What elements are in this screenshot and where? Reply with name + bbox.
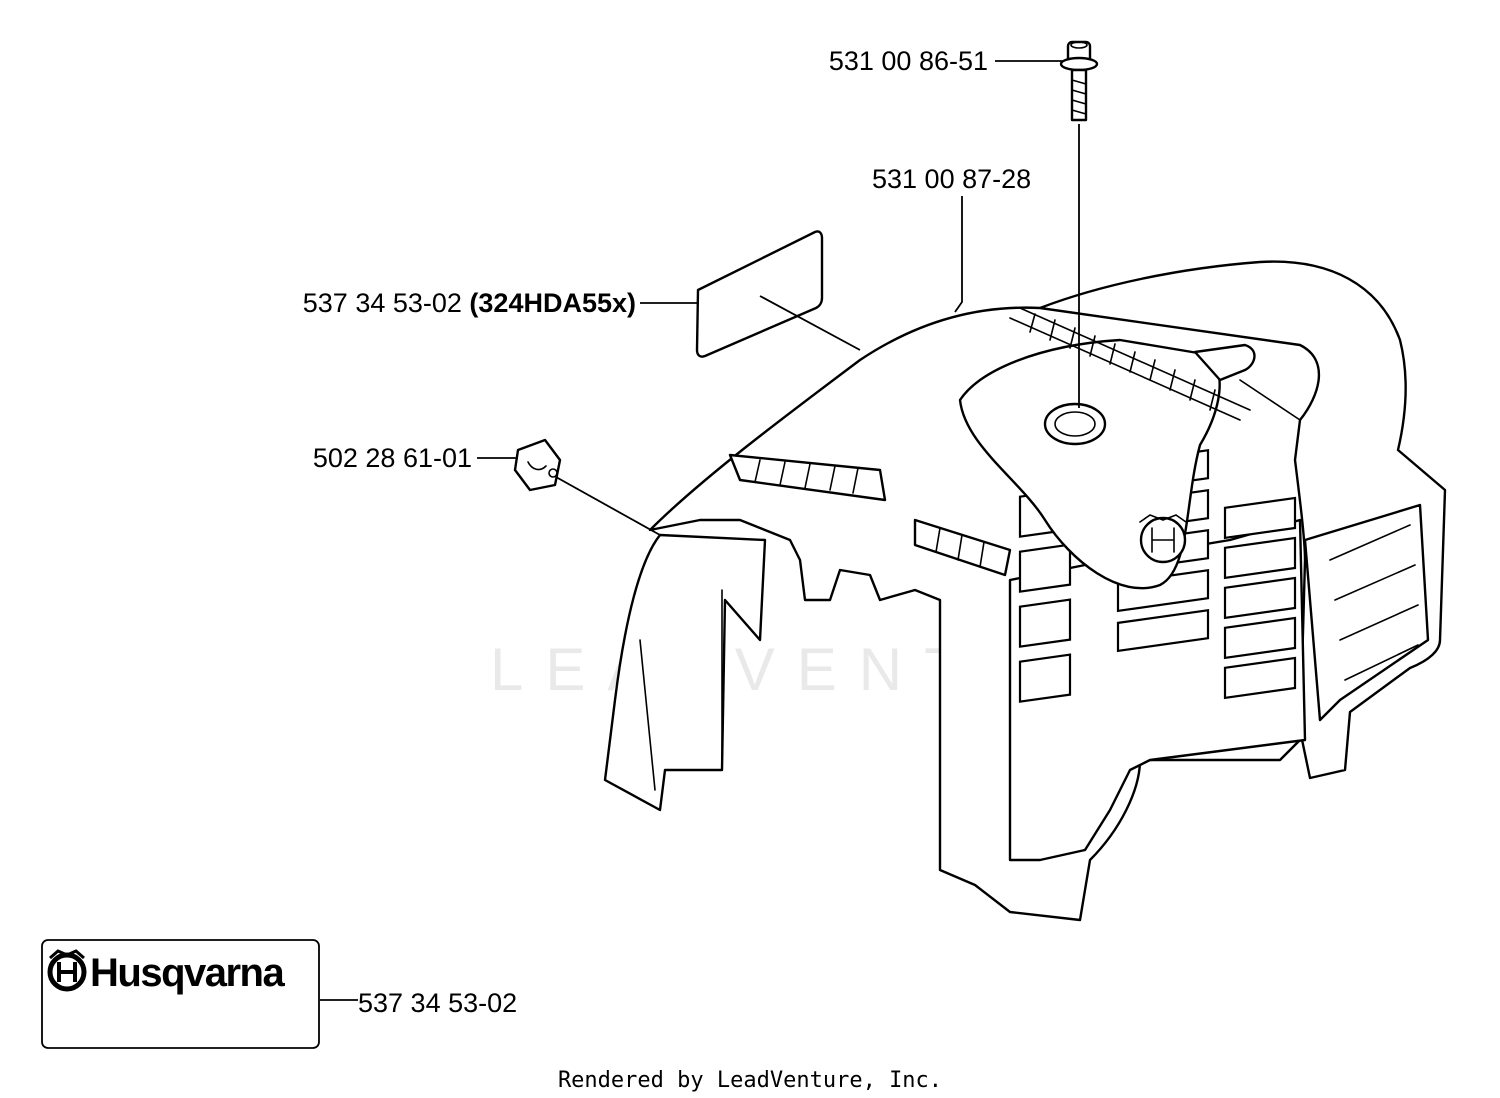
callout-decal-part: 537 34 53-02 — [303, 288, 462, 318]
callout-decal: 537 34 53-02 (324HDA55x) — [303, 288, 636, 318]
cylinder-cover-part[interactable] — [603, 260, 1447, 922]
logo-brand-text: Husqvarna — [90, 951, 285, 995]
callout-logo-decal: 537 34 53-02 — [358, 988, 517, 1018]
top-vents — [1009, 307, 1251, 421]
callout-clip: 502 28 61-01 — [313, 443, 472, 473]
emblem-icon — [1139, 514, 1187, 564]
callout-cover: 531 00 87-28 — [872, 164, 1031, 194]
side-vents — [728, 453, 1012, 577]
callout-decal-model: (324HDA55x) — [469, 288, 636, 318]
decal-plate-part[interactable] — [695, 230, 824, 358]
clip-part[interactable] — [513, 438, 562, 492]
husqvarna-crown-icon — [47, 949, 87, 992]
screw-part[interactable] — [1059, 40, 1099, 122]
footer-credit: Rendered by LeadVenture, Inc. — [558, 1068, 942, 1093]
callout-screw: 531 00 86-51 — [829, 46, 988, 76]
logo-decal-part[interactable]: Husqvarna — [41, 939, 320, 1049]
